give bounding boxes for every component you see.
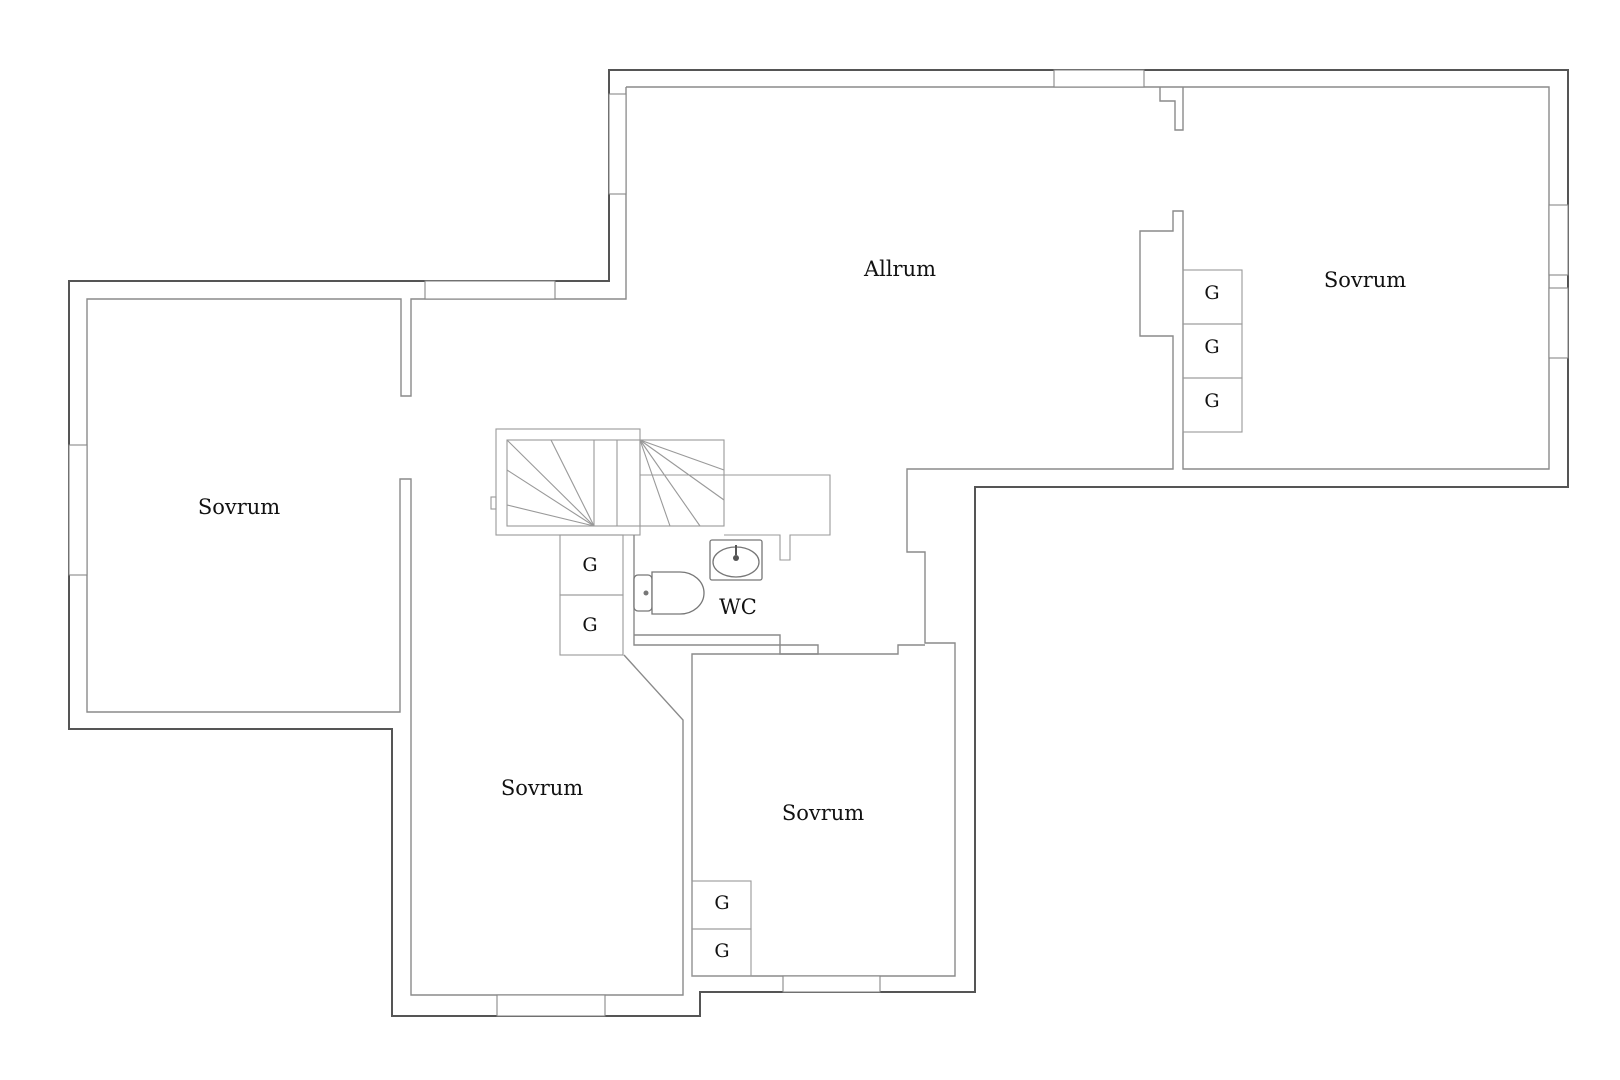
room-label-sovrum-south-left: Sovrum <box>501 776 583 800</box>
windows <box>68 69 1569 1017</box>
room-label-sovrum-south-right: Sovrum <box>782 801 864 825</box>
closet-label: G <box>582 554 597 576</box>
exterior-wall-outer <box>68 69 1569 1017</box>
allrum-wall-top-left <box>86 87 684 996</box>
sink-icon <box>709 539 763 581</box>
wc-walls <box>633 535 819 655</box>
closet-label: G <box>1204 336 1219 358</box>
closet-label: G <box>714 892 729 914</box>
partition-bedroom-east <box>1159 87 1184 131</box>
closet-group-south <box>691 880 752 977</box>
closet-label: G <box>1204 282 1219 304</box>
closet-label: G <box>1204 390 1219 412</box>
staircase <box>490 428 831 561</box>
room-label-sovrum-west: Sovrum <box>198 495 280 519</box>
room-label-wc: WC <box>719 595 757 619</box>
closet-label: G <box>582 614 597 636</box>
closet-label: G <box>714 940 729 962</box>
toilet-icon <box>633 571 705 615</box>
exterior-wall-inner <box>626 86 1550 977</box>
closet-group-center <box>559 534 624 656</box>
room-label-sovrum-east: Sovrum <box>1324 268 1406 292</box>
room-label-allrum: Allrum <box>863 257 936 281</box>
closet-group-east <box>1182 269 1243 433</box>
